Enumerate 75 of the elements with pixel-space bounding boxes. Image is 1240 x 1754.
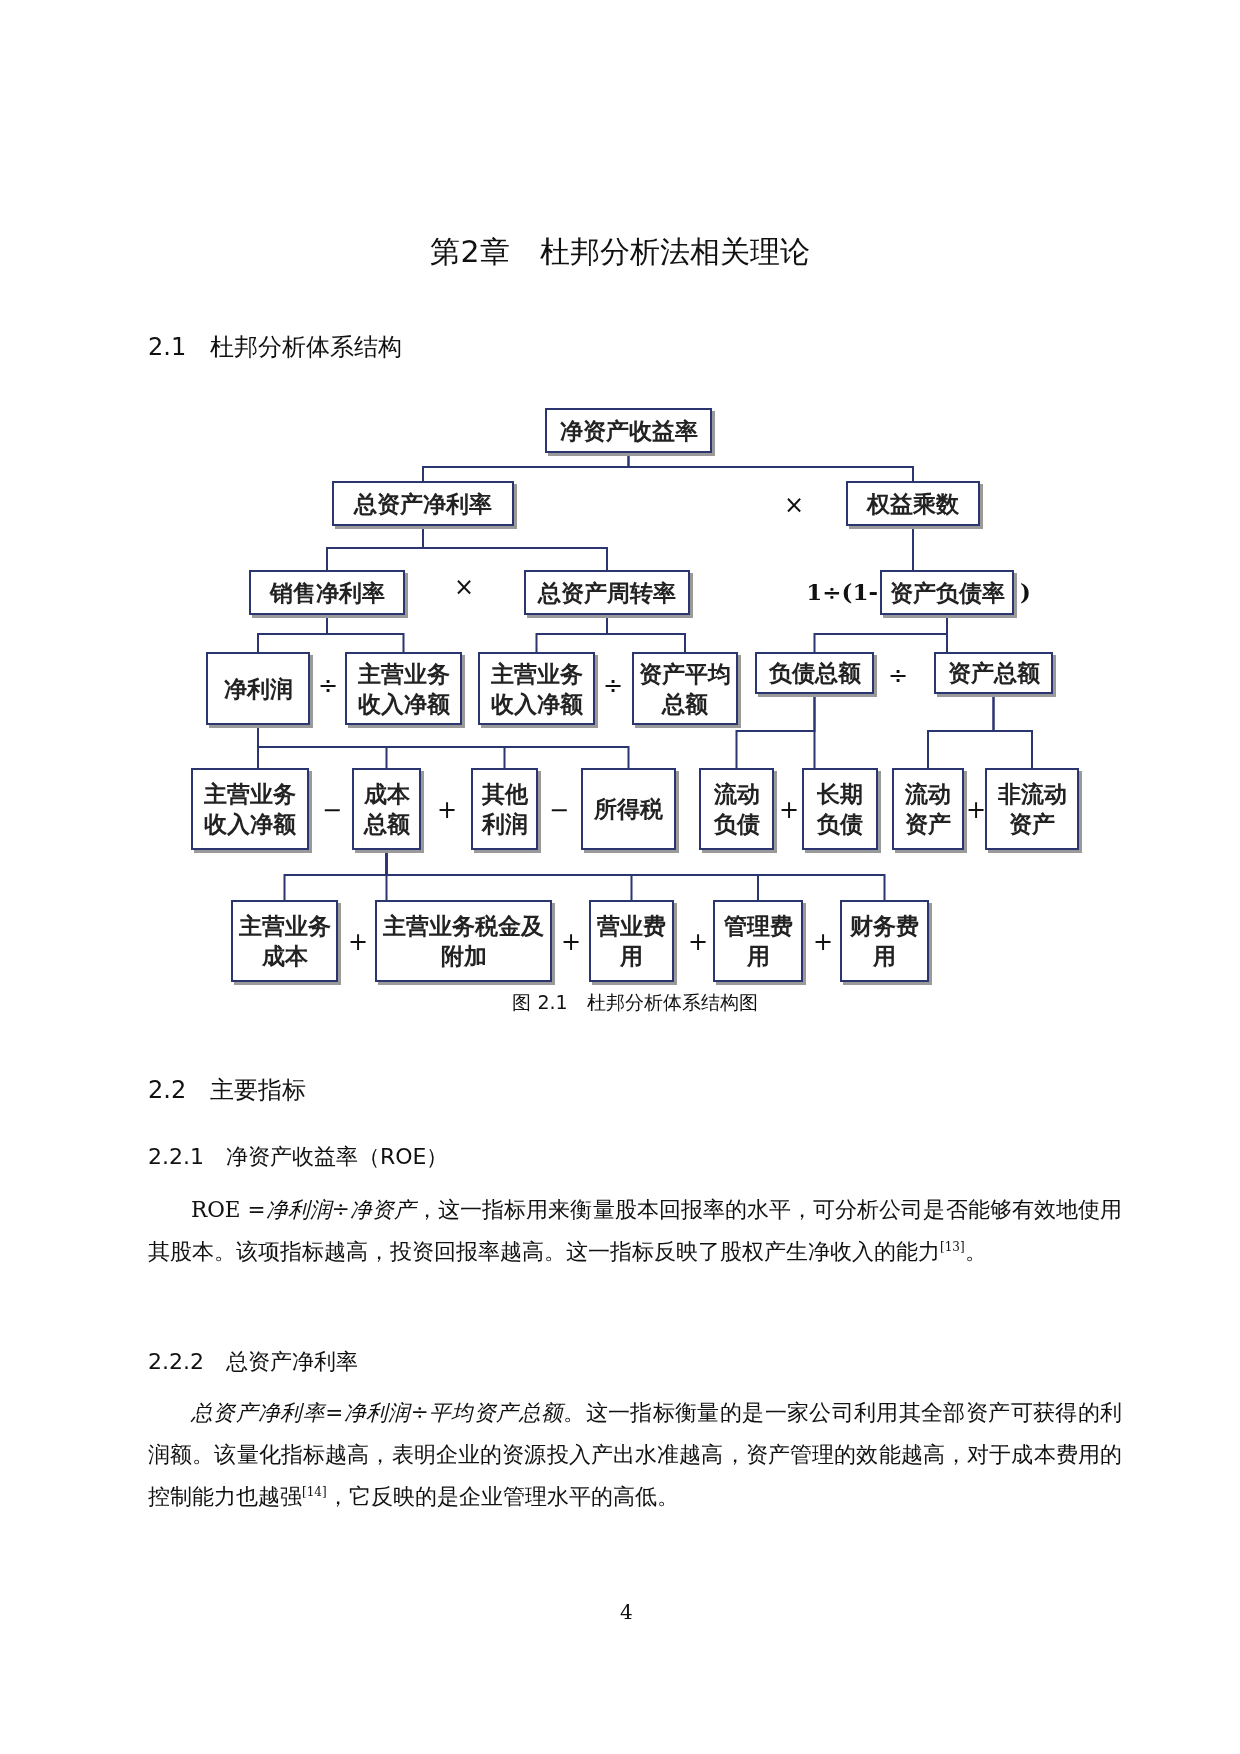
metric-box [471,768,538,850]
metric-label: 净资产收益率 [559,416,698,446]
metric-box [880,570,1014,615]
subsection-heading: 2.2.2 总资产净利率 [148,1348,358,1376]
metric-label: 负债总额 [768,659,861,688]
metric-box [985,768,1079,850]
section-heading: 2.2 主要指标 [148,1075,307,1106]
operator-sign: + [687,930,709,954]
metric-label: 成本总额 [362,780,411,839]
metric-label: 资产平均总额 [638,659,732,719]
metric-box [892,768,964,850]
metric-box [332,481,514,526]
operator-sign: − [548,798,570,822]
metric-box [755,652,874,694]
metric-box [934,652,1053,694]
metric-box [846,481,980,526]
metric-label: 主营业务成本 [237,912,332,971]
operator-sign: − [321,798,343,822]
metric-label: 所得税 [594,795,663,824]
metric-box [231,900,338,982]
metric-box [840,900,929,982]
metric-box [589,900,674,982]
metric-label: 总资产周转率 [538,578,676,608]
metric-box [191,768,309,850]
operator-sign: + [436,798,458,822]
operator-sign: ÷ [887,664,909,688]
metric-label: 财务费用 [849,912,920,971]
metric-label: 其他利润 [480,780,529,839]
metric-label: 管理费用 [722,912,794,971]
metric-box [478,652,595,725]
metric-box [352,768,421,850]
body-paragraph: 总资产净利率=净利润÷平均资产总额。这一指标衡量的是一家公司利用其全部资产可获得的利润额。该量化指标越高，表明企业的资源投入产出水准越高，资产管理的效能越高，对于成本费用的控制能力也越强$^{[14]}$，它反映的是企业管理水平的高低。 [148,1399,1122,1511]
operator-sign: × [453,575,475,599]
metric-label: 主营业务收入净额 [203,780,297,839]
metric-label: 权益乘数 [867,489,959,519]
metric-box [632,652,738,725]
metric-label: 资产总额 [947,659,1040,688]
metric-label: 销售净利率 [269,578,385,608]
metric-box [206,652,310,725]
operator-sign: + [778,798,800,822]
metric-label: 主营业务收入净额 [356,659,451,719]
subsection-heading: 2.2.1 净资产收益率（ROE） [148,1143,449,1171]
figure-caption: 图 2.1 杜邦分析体系结构图 [511,990,759,1015]
metric-label: 流动负债 [712,780,761,839]
operator-sign: ÷ [602,674,624,698]
operator-sign: ÷ [317,674,339,698]
operator-sign: + [812,930,834,954]
metric-box [524,570,690,615]
operator-sign: + [965,798,987,822]
metric-box [699,768,774,850]
operator-sign: × [783,493,805,517]
metric-label: 非流动资产 [996,780,1068,839]
metric-label: 营业费用 [596,912,667,971]
metric-label: 流动资产 [904,780,952,839]
metric-label: 总资产净利率 [354,489,492,519]
formula-text: 1÷(1- [806,577,878,605]
metric-box [375,900,552,982]
metric-label: 资产负债率 [889,578,1005,608]
operator-sign: + [347,930,369,954]
metric-label: 主营业务收入净额 [489,659,584,719]
metric-label: 主营业务税金及附加 [382,912,545,971]
metric-box [545,408,712,453]
chapter-title: 第2章 杜邦分析法相关理论 [429,233,811,271]
section-heading: 2.1 杜邦分析体系结构 [148,332,403,363]
body-paragraph: ROE =净利润÷净资产，这一指标用来衡量股本回报率的水平，可分析公司是否能够有效地使用其股本。该项指标越高，投资回报率越高。这一指标反映了股权产生净收入的能力$^{[13]}$。 [148,1196,1122,1266]
metric-box [249,570,405,615]
metric-box [802,768,878,850]
metric-box [581,768,676,850]
page-number: 4 [620,1600,633,1624]
metric-box [345,652,462,725]
metric-label: 净利润 [223,674,293,704]
metric-box [713,900,803,982]
formula-text: ) [1020,577,1031,605]
metric-label: 长期负债 [816,780,864,839]
operator-sign: + [560,930,582,954]
